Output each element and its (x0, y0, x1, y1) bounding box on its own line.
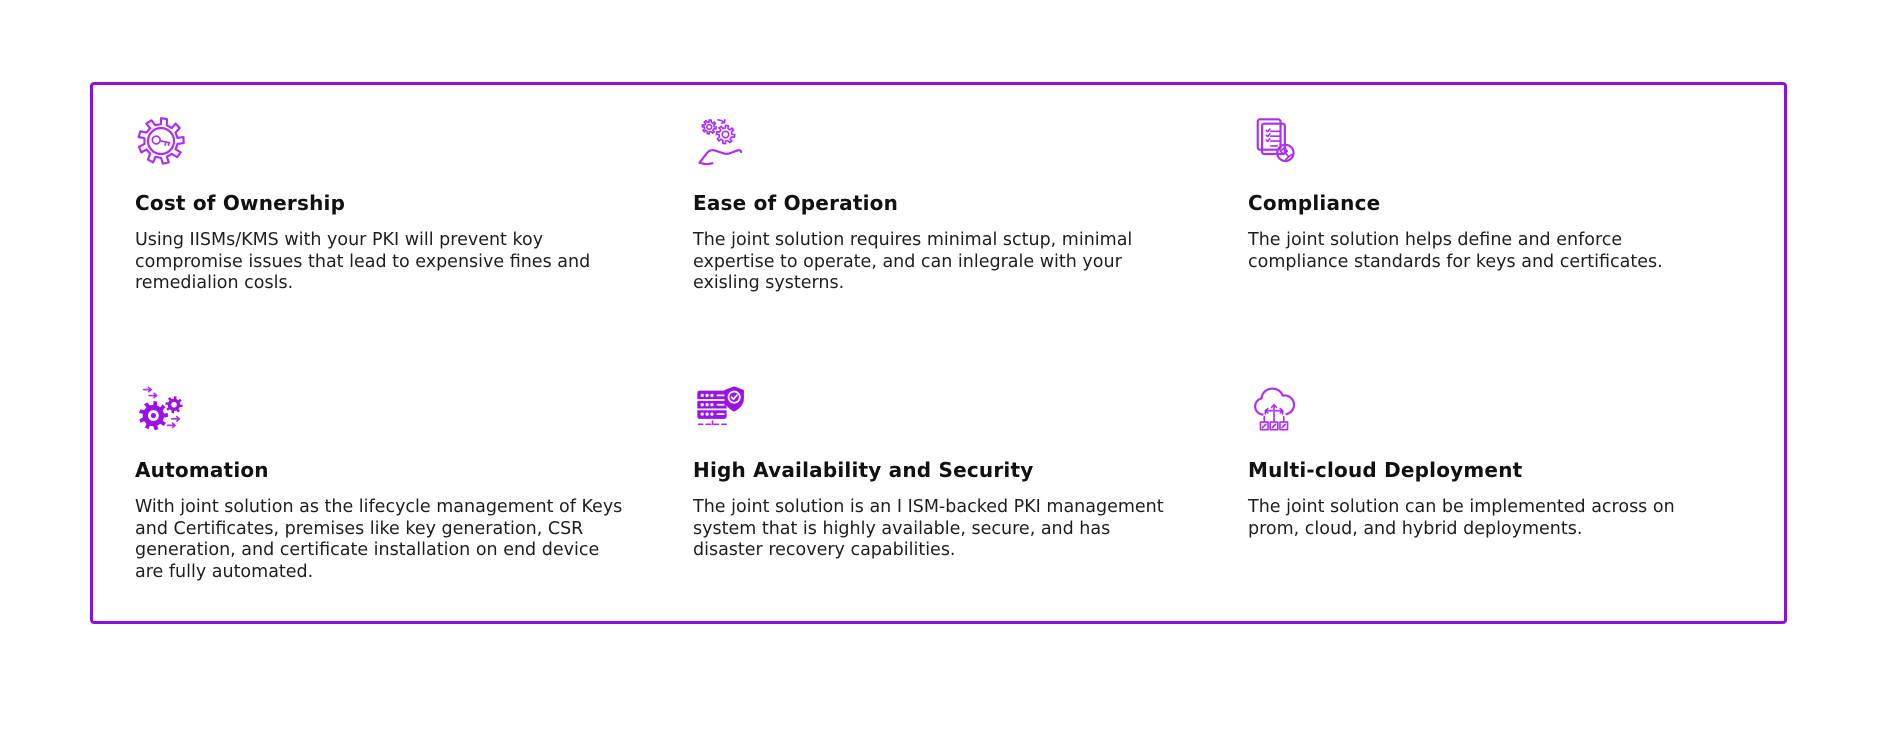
automation-gears-icon (139, 386, 183, 431)
card-title: Automation (135, 458, 269, 482)
card-compliance: Compliance The joint solution helps defi… (1248, 115, 1766, 382)
card-body: The joint solution can be implemented ac… (1248, 497, 1675, 539)
card-multi-cloud-deployment: Multi-cloud Deployment The joint solutio… (1248, 382, 1766, 621)
card-body: The joint solution helps define and enfo… (1248, 230, 1663, 272)
gear-key-icon (137, 117, 185, 165)
card-title: Cost of Ownership (135, 191, 346, 215)
feature-panel: Cost of Ownership Using IISMs/KMS with y… (90, 82, 1787, 624)
card-title: Compliance (1248, 191, 1381, 215)
card-body: The joint solution is an I ISM-backed PK… (693, 497, 1164, 560)
card-title: Multi-cloud Deployment (1248, 458, 1523, 482)
card-ease-of-operation: Ease of Operation The joint solution req… (693, 115, 1248, 382)
card-cost-of-ownership: Cost of Ownership Using IISMs/KMS with y… (135, 115, 693, 382)
hand-gears-icon (698, 118, 743, 166)
card-title: High Availability and Security (693, 458, 1034, 482)
server-shield-icon (696, 386, 744, 426)
compliance-document-icon (1256, 118, 1295, 163)
card-high-availability-security: High Availability and Security The joint… (693, 382, 1248, 621)
card-title: Ease of Operation (693, 191, 899, 215)
card-body: Using IISMs/KMS with your PKI will preve… (135, 230, 591, 293)
card-automation: Automation With joint solution as the li… (135, 382, 693, 621)
multi-cloud-icon (1254, 387, 1296, 431)
card-body: With joint solution as the lifecycle man… (135, 497, 623, 582)
card-body: The joint solution requires minimal sctu… (693, 230, 1133, 293)
